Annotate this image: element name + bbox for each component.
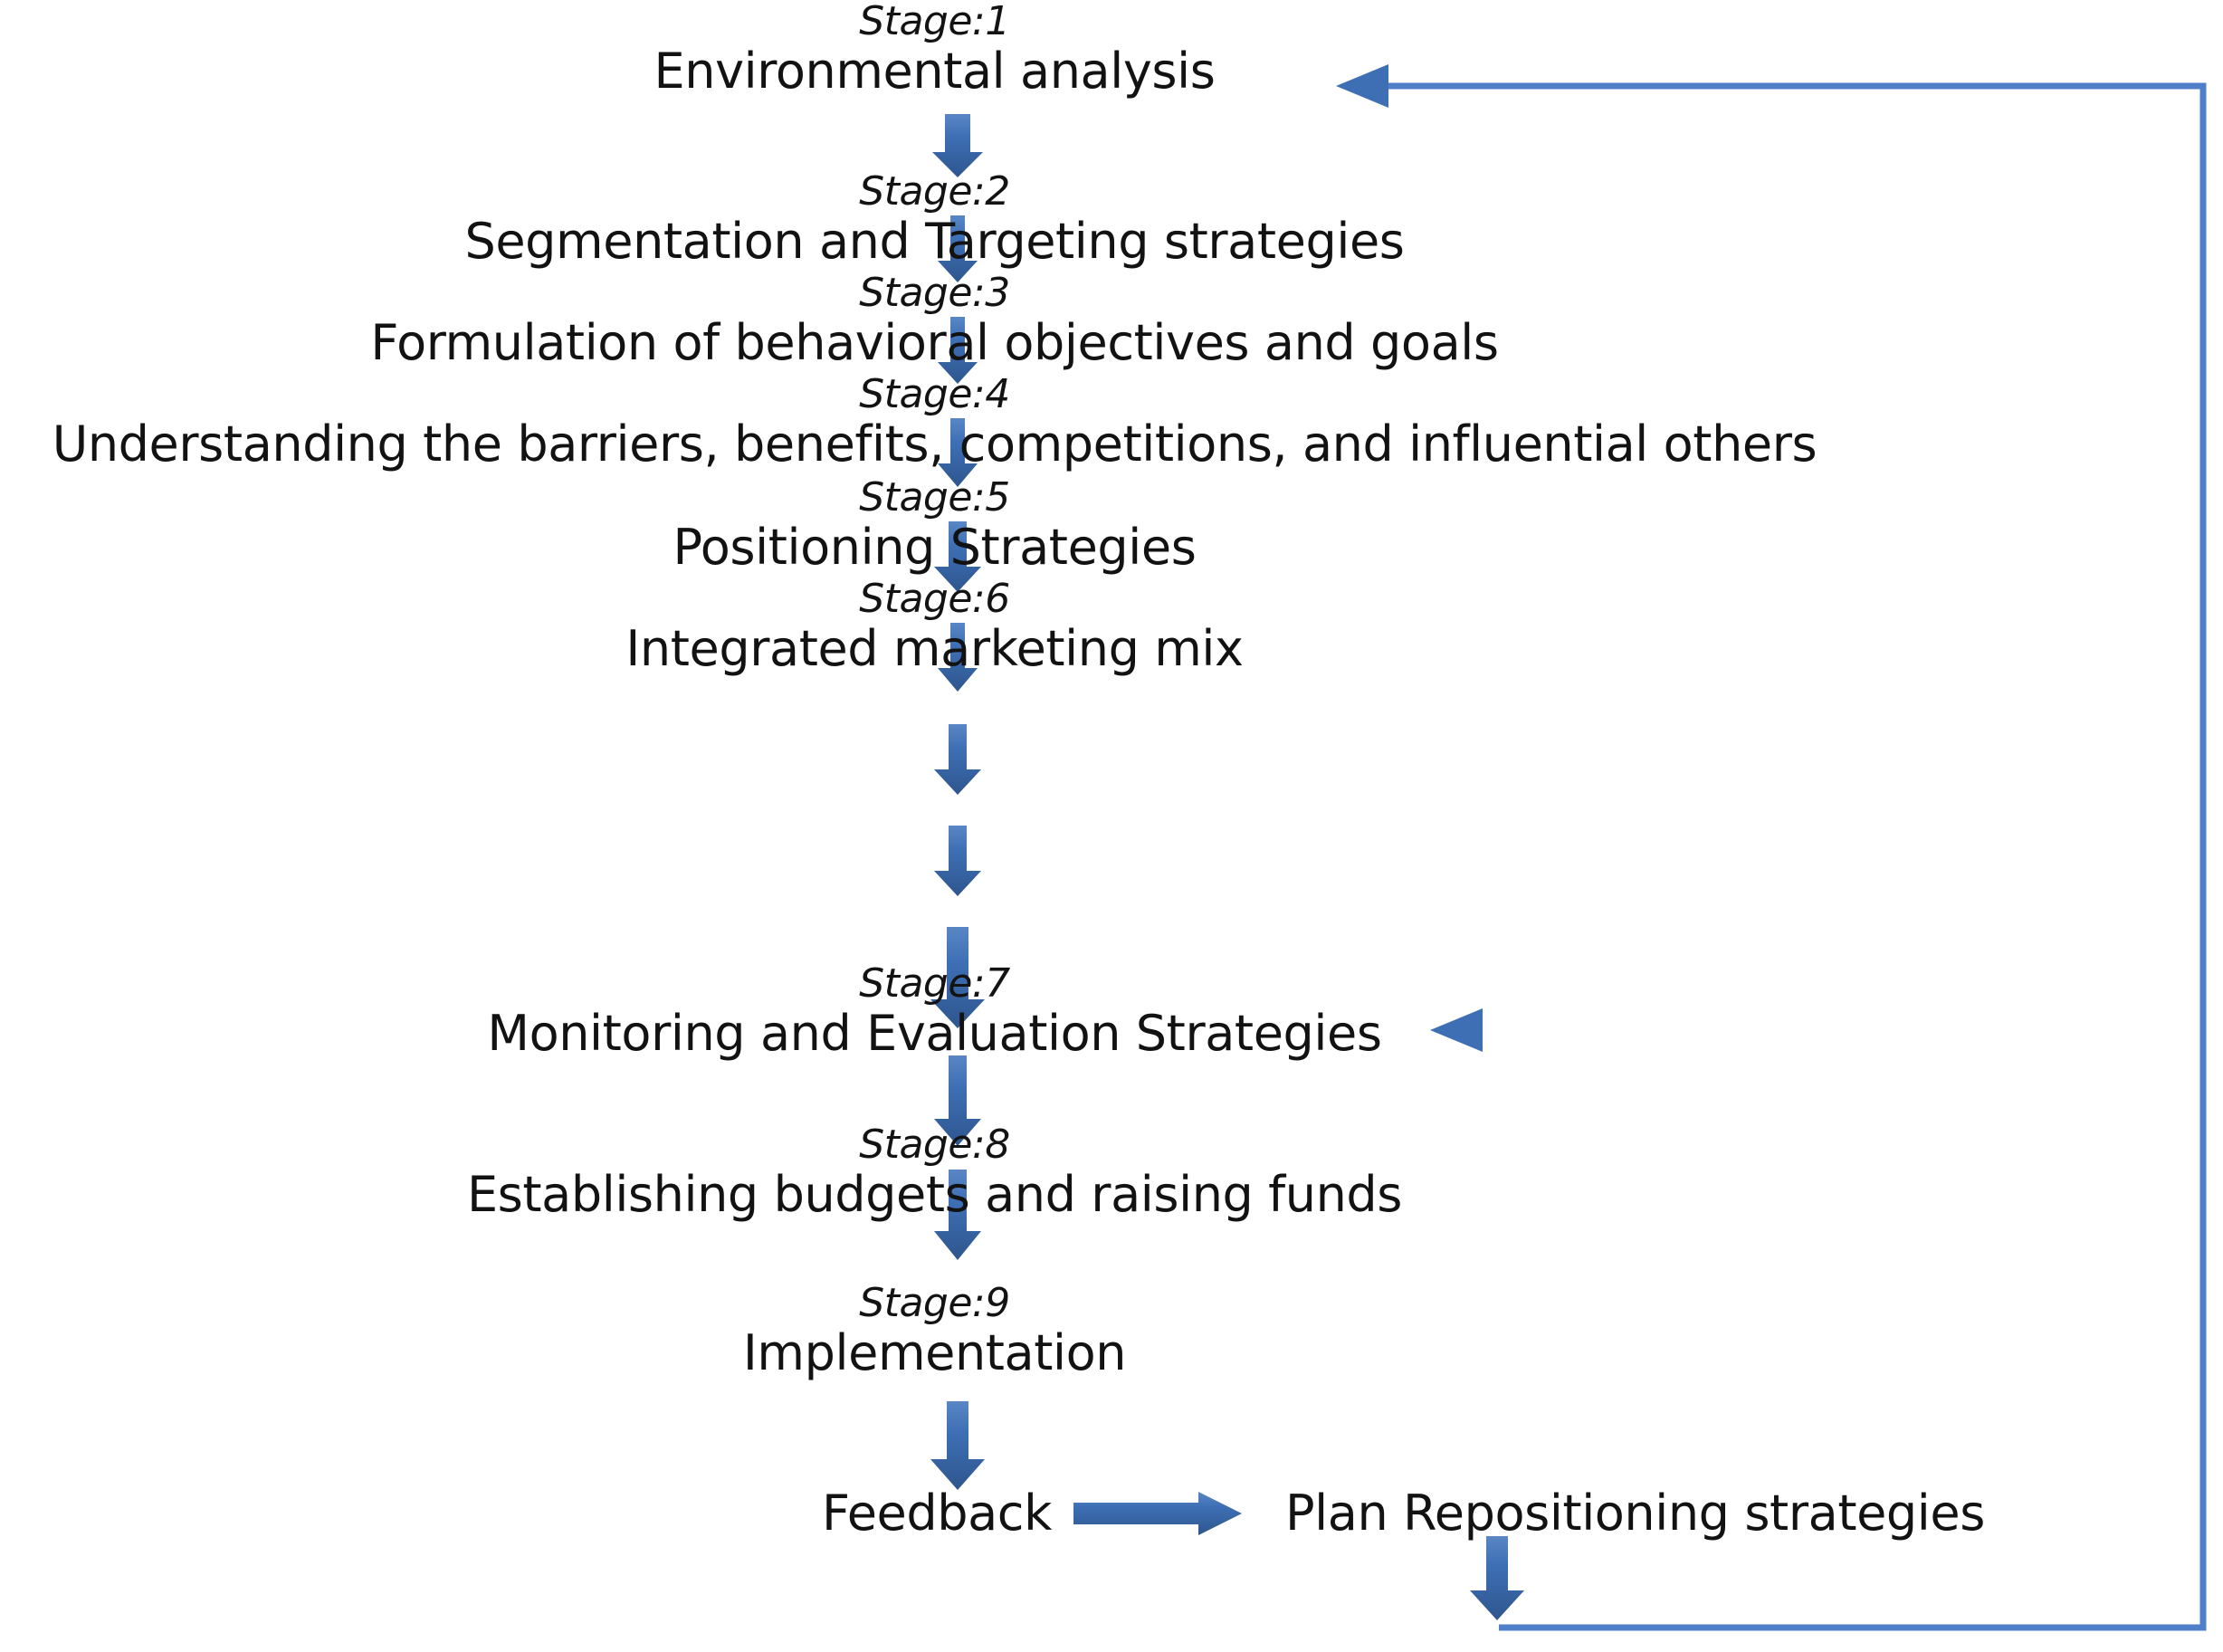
feedback-right-arrow [1073, 1492, 1242, 1535]
down-arrow-repositioning [1470, 1536, 1524, 1620]
stage-8-title: Establishing budgets and raising funds [466, 1165, 1403, 1223]
stage-4-title: Understanding the barriers, benefits, co… [52, 415, 1818, 473]
stage-8-label: Stage:8 [859, 1122, 1010, 1168]
stage-3-title: Formulation of behavioral objectives and… [370, 313, 1499, 371]
stage-7-label: Stage:7 [859, 960, 1010, 1007]
stage-2-label: Stage:2 [859, 168, 1010, 215]
feedback-label: Feedback [822, 1485, 1052, 1542]
stage-5-title: Positioning Strategies [673, 518, 1197, 576]
stage-8-block: Stage:8 Establishing budgets and raising… [0, 1122, 1869, 1223]
stage-6-block: Stage:6 Integrated marketing mix [0, 576, 1869, 677]
stage-3-block: Stage:3 Formulation of behavioral object… [0, 270, 1869, 371]
stage-7-block: Stage:7 Monitoring and Evaluation Strate… [0, 960, 1869, 1062]
stage-5-label: Stage:5 [859, 474, 1010, 520]
stage-6-label: Stage:6 [859, 576, 1010, 622]
stage-4-label: Stage:4 [859, 371, 1010, 417]
stage-2-title: Segmentation and Targeting strategies [464, 212, 1405, 270]
stage-7-title: Monitoring and Evaluation Strategies [487, 1004, 1382, 1062]
stage-5-block: Stage:5 Positioning Strategies [0, 474, 1869, 576]
stage-9-title: Implementation [742, 1323, 1127, 1381]
plan-repositioning-label: Plan Repositioning strategies [1285, 1485, 1985, 1542]
stage-9-block: Stage:9 Implementation [0, 1280, 1869, 1381]
stage-1-title: Environmental analysis [654, 42, 1216, 100]
down-arrow-8-9 [934, 826, 981, 896]
down-arrow-7-8 [934, 724, 981, 795]
stage-1-label: Stage:1 [859, 0, 1010, 44]
stage-6-title: Integrated marketing mix [625, 619, 1244, 677]
stage-1-block: Stage:1 Environmental analysis [0, 0, 1869, 100]
stage-3-label: Stage:3 [859, 270, 1010, 316]
stage-9-label: Stage:9 [859, 1280, 1010, 1326]
stage-2-block: Stage:2 Segmentation and Targeting strat… [0, 168, 1869, 270]
down-arrow-stage9-feedback [930, 1401, 985, 1490]
stage-4-block: Stage:4 Understanding the barriers, bene… [0, 371, 1869, 473]
